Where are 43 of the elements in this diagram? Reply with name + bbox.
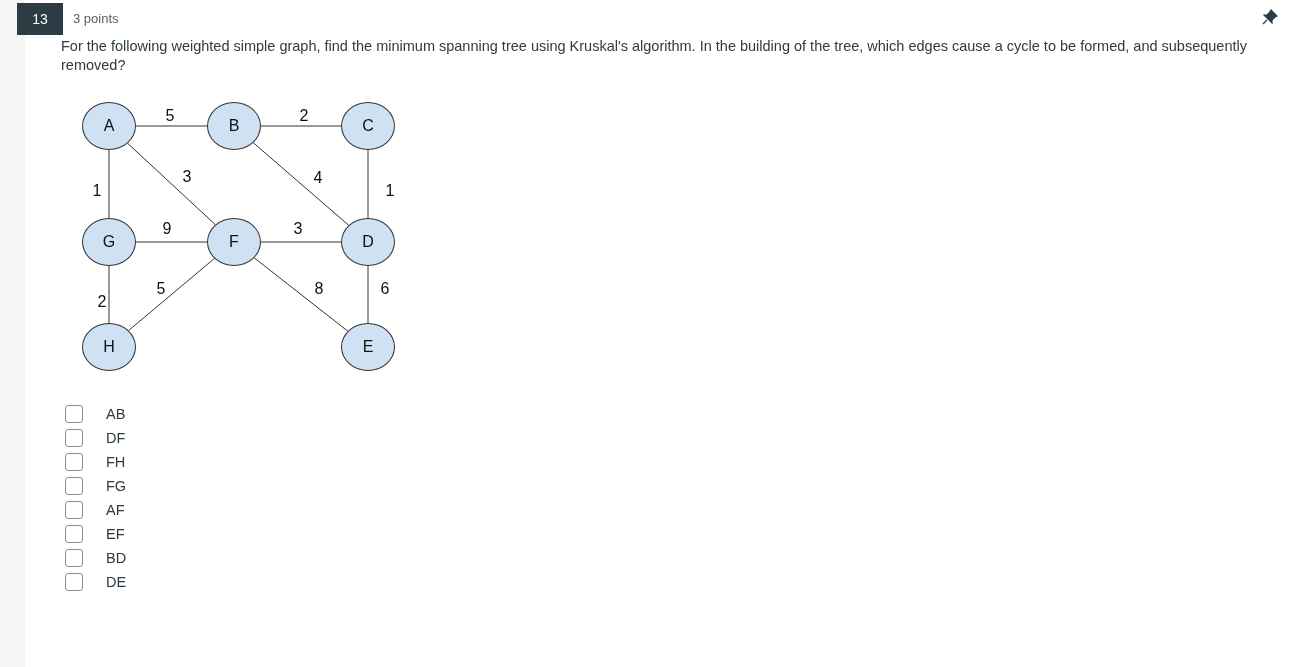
vertex-label: C xyxy=(362,117,374,135)
graph-edge xyxy=(128,258,215,331)
vertex-label: B xyxy=(228,117,240,135)
answer-option: DE xyxy=(106,574,127,590)
graph-edge xyxy=(260,125,342,127)
answer-option: EF xyxy=(106,526,125,542)
question-number: 13 xyxy=(17,3,63,35)
edge-weight: 9 xyxy=(161,221,173,237)
graph-edge xyxy=(135,125,208,127)
vertex-label: H xyxy=(103,338,115,356)
graph-edge xyxy=(135,241,208,243)
graph-edge xyxy=(127,142,216,226)
answer-option: FG xyxy=(106,478,127,494)
graph-edge xyxy=(253,257,349,332)
edge-weight: 2 xyxy=(298,108,310,124)
edge-weight: 3 xyxy=(292,221,304,237)
vertex-label: F xyxy=(229,233,239,251)
edge-weight: 8 xyxy=(313,281,325,297)
points-label: 3 points xyxy=(73,11,119,26)
answer-option: DF xyxy=(106,430,126,446)
answer-option: AB xyxy=(106,406,126,422)
edge-weight: 1 xyxy=(384,183,396,199)
answer-option: FH xyxy=(106,454,126,470)
edge-weight: 3 xyxy=(181,169,193,185)
edge-weight: 5 xyxy=(155,281,167,297)
edge-weight: 4 xyxy=(312,170,324,186)
answer-option: BD xyxy=(106,550,127,566)
edge-weight: 2 xyxy=(96,294,108,310)
graph-edge xyxy=(367,265,369,324)
answer-option: AF xyxy=(106,502,125,518)
vertex-label: E xyxy=(362,338,374,356)
graph-edge xyxy=(367,149,369,219)
graph-edge xyxy=(108,149,110,219)
graph-edge xyxy=(108,265,110,324)
edge-weight: 1 xyxy=(91,183,103,199)
vertex-label: A xyxy=(103,117,115,135)
graph-edge xyxy=(260,241,342,243)
question-text: For the following weighted simple graph, find the minimum spanning tree using Kruskal's algorithm. In the building of the tree, which edges cause a cycle to be formed, and subsequently removed? xyxy=(61,37,1248,75)
graph-edge xyxy=(252,142,350,226)
edge-weight: 6 xyxy=(379,281,391,297)
vertex-label: D xyxy=(362,233,374,251)
vertex-label: G xyxy=(102,233,116,251)
edge-weight: 5 xyxy=(164,108,176,124)
